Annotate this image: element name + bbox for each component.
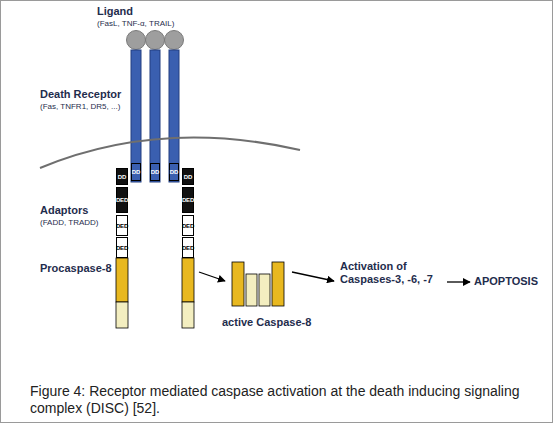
procaspase-ded: DED bbox=[116, 215, 128, 236]
receptor-death-domain: DD bbox=[150, 163, 160, 181]
domain-label: DD bbox=[118, 174, 126, 180]
component-label: (FADD, TRADD) bbox=[40, 218, 99, 228]
component-label: (FasL, TNF-α, TRAIL) bbox=[97, 19, 174, 29]
adaptor-ded: DED bbox=[116, 187, 128, 213]
component-label: APOPTOSIS bbox=[474, 275, 538, 288]
component-label: Death Receptor bbox=[40, 88, 121, 101]
component-label: Ligand bbox=[97, 5, 133, 18]
adaptor-death-domain: DD bbox=[182, 168, 194, 185]
component-label: Adaptors bbox=[40, 204, 88, 217]
domain-label: DD bbox=[184, 174, 192, 180]
domain-label: DED bbox=[116, 223, 128, 229]
procaspase-ded: DED bbox=[182, 215, 194, 236]
procaspase-ded: DED bbox=[182, 237, 194, 258]
procaspase-bars bbox=[116, 258, 194, 328]
ligand-trimer bbox=[127, 31, 184, 50]
component-label: Procaspase-8 bbox=[40, 262, 112, 275]
domain-label: DD bbox=[132, 169, 140, 175]
adaptor-death-domain: DD bbox=[116, 168, 128, 185]
domain-label: DED bbox=[182, 245, 194, 251]
procaspase-ded: DED bbox=[116, 237, 128, 258]
receptor-bars bbox=[131, 50, 179, 182]
domain-label: DD bbox=[151, 169, 159, 175]
figure-caption: Figure 4: Receptor mediated caspase acti… bbox=[30, 383, 520, 417]
domain-label: DED bbox=[182, 223, 194, 229]
domain-label: DD bbox=[170, 169, 178, 175]
component-label: Activation of Caspases-3, -6, -7 bbox=[340, 260, 455, 286]
domain-label: DED bbox=[116, 197, 128, 203]
adaptor-ded: DED bbox=[182, 187, 194, 213]
component-label: (Fas, TNFR1, DR5, ...) bbox=[40, 102, 120, 112]
domain-label: DED bbox=[116, 245, 128, 251]
receptor-death-domain: DD bbox=[131, 163, 141, 181]
active-caspase-symbol bbox=[232, 262, 284, 306]
receptor-death-domain: DD bbox=[169, 163, 179, 181]
domain-label: DED bbox=[182, 197, 194, 203]
component-label: active Caspase-8 bbox=[222, 316, 311, 329]
